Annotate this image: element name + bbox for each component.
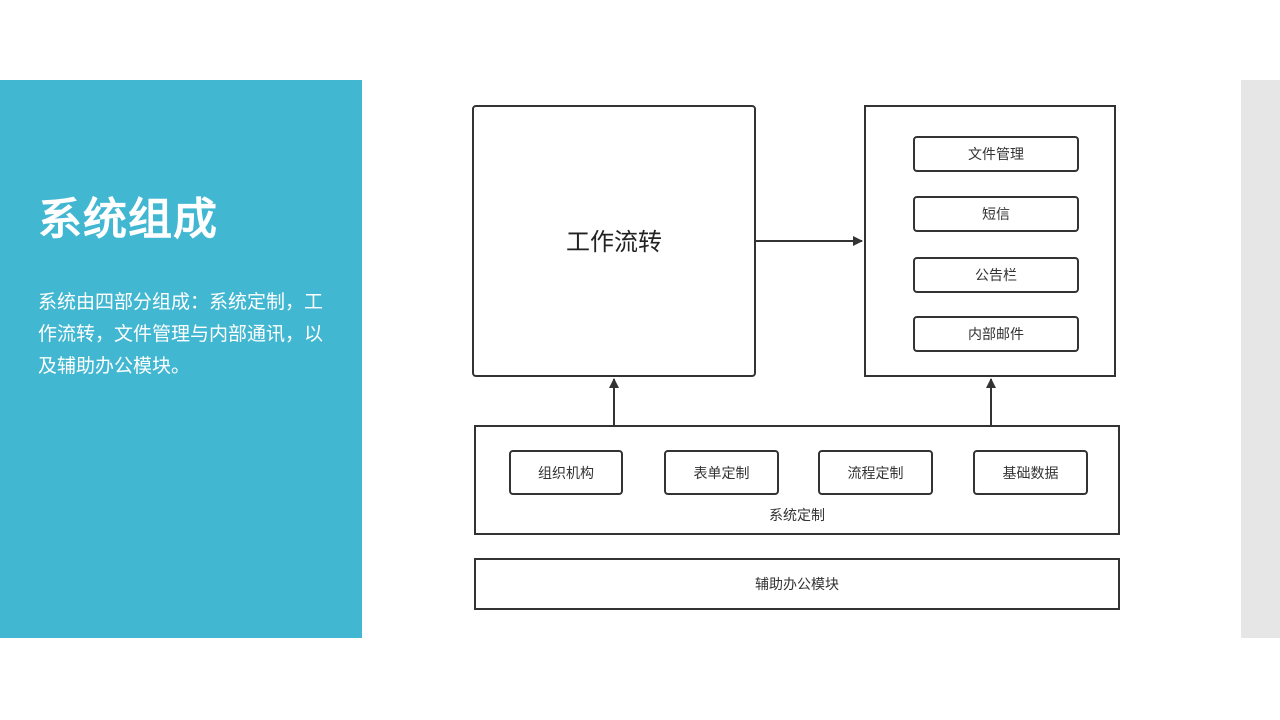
sys-item-organization: 组织机构: [509, 450, 623, 495]
workflow-box: 工作流转: [472, 105, 756, 377]
slide-title: 系统组成: [38, 194, 218, 245]
title-panel: [0, 80, 362, 638]
system-custom-box: 组织机构 表单定制 流程定制 基础数据 系统定制: [474, 425, 1120, 535]
communication-box: 文件管理 短信 公告栏 内部邮件: [864, 105, 1116, 377]
comm-item-bulletin-board: 公告栏: [913, 257, 1079, 293]
workflow-label: 工作流转: [566, 227, 662, 256]
sys-item-basic-data: 基础数据: [973, 450, 1088, 495]
comm-item-internal-mail: 内部邮件: [913, 316, 1079, 352]
slide-description: 系统由四部分组成：系统定制，工作流转，文件管理与内部通讯，以及辅助办公模块。: [38, 291, 324, 377]
comm-item-file-management: 文件管理: [913, 136, 1079, 172]
auxiliary-label: 辅助办公模块: [755, 577, 839, 593]
sys-item-form-custom: 表单定制: [664, 450, 779, 495]
system-custom-label: 系统定制: [769, 508, 825, 524]
comm-item-sms: 短信: [913, 196, 1079, 232]
sys-item-process-custom: 流程定制: [818, 450, 933, 495]
auxiliary-box: 辅助办公模块: [474, 558, 1120, 610]
side-strip: [1241, 80, 1280, 638]
